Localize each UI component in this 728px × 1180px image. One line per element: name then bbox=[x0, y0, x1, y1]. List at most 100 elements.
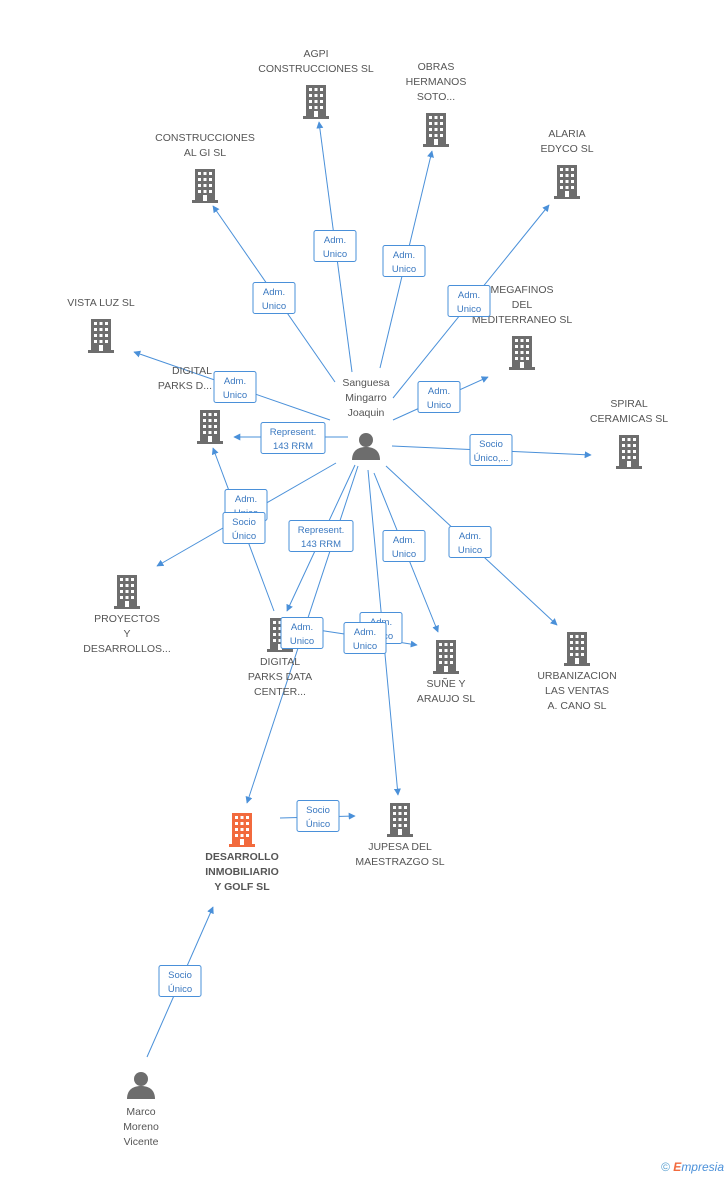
edge-label-line: Unico bbox=[323, 249, 347, 260]
node-label-line: CERAMICAS SL bbox=[590, 413, 668, 425]
edge-label-line: Unico bbox=[353, 641, 377, 652]
node-spiral[interactable]: SPIRAL CERAMICAS SL bbox=[590, 398, 668, 469]
edge-label-sanguesa-to-alaria[interactable]: Adm.Unico bbox=[447, 285, 491, 317]
node-label-line: DIGITAL bbox=[260, 656, 300, 668]
edge-label-sanguesa-to-spiral[interactable]: SocioÚnico,... bbox=[469, 434, 513, 466]
person-icon bbox=[127, 1072, 155, 1099]
edge-label-sanguesa-to-digital_parks_d[interactable]: Represent.143 RRM bbox=[260, 422, 326, 454]
edge-label-sanguesa-to-desarrollo[interactable]: Adm. Unico bbox=[280, 617, 324, 649]
edge-label-digital_parks_center-to-jupesa[interactable]: Adm. Unico bbox=[343, 622, 387, 654]
edge-label-sanguesa-to-megafinos[interactable]: Adm.Unico bbox=[417, 381, 461, 413]
node-label-line: PARKS D... bbox=[158, 380, 212, 392]
edge-label-line: Adm. bbox=[324, 235, 346, 246]
node-label-line: PROYECTOS bbox=[94, 613, 160, 625]
edge-label-line: Adm. bbox=[393, 535, 415, 546]
edge-label-box bbox=[469, 434, 513, 466]
edge-label-box bbox=[382, 245, 426, 277]
edge-label-box bbox=[222, 512, 266, 544]
edge-label-line: Único,... bbox=[474, 453, 509, 464]
edge-label-line: Unico bbox=[290, 636, 314, 647]
edge-label-box bbox=[447, 285, 491, 317]
building-icon bbox=[192, 169, 218, 203]
edge-label-box bbox=[296, 800, 340, 832]
building-icon bbox=[509, 336, 535, 370]
building-icon bbox=[387, 803, 413, 837]
node-label-line: Mingarro bbox=[345, 392, 387, 404]
edge-label-line: Socio bbox=[168, 970, 192, 981]
node-label-line: AL GI SL bbox=[184, 147, 226, 159]
edge-label-line: Unico bbox=[262, 301, 286, 312]
edge-label-box bbox=[252, 282, 296, 314]
nodes-layer: SanguesaMingarroJoaquinMarcoMorenoVicent… bbox=[67, 48, 668, 1148]
edge-label-box bbox=[260, 422, 326, 454]
node-label-line: DEL bbox=[512, 299, 533, 311]
edge-label-line: Unico bbox=[392, 264, 416, 275]
edge-label-line: Socio bbox=[306, 805, 330, 816]
edge-label-line: Adm. bbox=[354, 627, 376, 638]
node-vista_luz[interactable]: VISTA LUZ SL bbox=[67, 297, 135, 353]
node-label-line: VISTA LUZ SL bbox=[67, 297, 135, 309]
edge-label-box bbox=[280, 617, 324, 649]
node-label-line: SOTO... bbox=[417, 91, 455, 103]
node-label-line: Joaquin bbox=[348, 407, 385, 419]
edge-label-line: Adm. bbox=[235, 494, 257, 505]
node-label-line: ALARIA bbox=[548, 128, 585, 140]
edge-label-line: Adm. bbox=[459, 531, 481, 542]
brand-initial: E bbox=[673, 1160, 682, 1174]
edge-label-sanguesa-to-digital_parks_center[interactable]: Represent.143 RRM bbox=[288, 520, 354, 552]
building-icon bbox=[423, 113, 449, 147]
node-label-line: DESARROLLO bbox=[205, 851, 279, 863]
edge-label-sanguesa-to-agpi[interactable]: Adm. Unico bbox=[313, 230, 357, 262]
edge-label-box bbox=[343, 622, 387, 654]
node-label-line: JUPESA DEL bbox=[368, 841, 432, 853]
edge-label-line: Adm. bbox=[263, 287, 285, 298]
edge-label-sanguesa-to-vista_luz[interactable]: Adm.Unico bbox=[213, 371, 257, 403]
edge-label-box bbox=[417, 381, 461, 413]
node-label-line: Y GOLF SL bbox=[214, 881, 270, 893]
building-icon bbox=[564, 632, 590, 666]
edge-label-line: Adm. bbox=[428, 386, 450, 397]
edge-label-line: Adm. bbox=[291, 622, 313, 633]
building-icon bbox=[554, 165, 580, 199]
node-obras[interactable]: OBRASHERMANOSSOTO... bbox=[406, 61, 467, 147]
node-label-line: ARAUJO SL bbox=[417, 693, 476, 705]
edge-label-sanguesa-to-obras[interactable]: Adm.Unico bbox=[382, 245, 426, 277]
edge-label-line: Único bbox=[306, 819, 330, 830]
node-label-line: DIGITAL bbox=[172, 365, 212, 377]
edge-label-line: Unico bbox=[392, 549, 416, 560]
edge-label-sanguesa-to-construcciones_algi[interactable]: Adm. Unico bbox=[252, 282, 296, 314]
edge-label-box bbox=[313, 230, 357, 262]
node-label-line: MEGAFINOS bbox=[490, 284, 553, 296]
edge-label-line: Único bbox=[168, 984, 192, 995]
edge-label-sanguesa-to-sune[interactable]: Adm. Unico bbox=[382, 530, 426, 562]
edge-label-line: Represent. bbox=[298, 525, 344, 536]
node-proyectos[interactable]: PROYECTOSYDESARROLLOS... bbox=[83, 575, 171, 655]
edge-label-line: Único bbox=[232, 531, 256, 542]
building-icon bbox=[88, 319, 114, 353]
edge-label-sanguesa-to-urbanizacion[interactable]: Adm.Unico bbox=[448, 526, 492, 558]
node-label-line: SPIRAL bbox=[610, 398, 648, 410]
node-label-line: Sanguesa bbox=[342, 377, 389, 389]
copyright-symbol: © bbox=[661, 1160, 670, 1174]
node-label-line: Moreno bbox=[123, 1121, 159, 1133]
edge-label-line: Adm. bbox=[224, 376, 246, 387]
brand-footer: © Empresia bbox=[661, 1160, 724, 1174]
edge-label-line: Socio bbox=[232, 517, 256, 528]
node-digital_parks_d[interactable]: DIGITAL PARKS D... bbox=[158, 365, 223, 444]
